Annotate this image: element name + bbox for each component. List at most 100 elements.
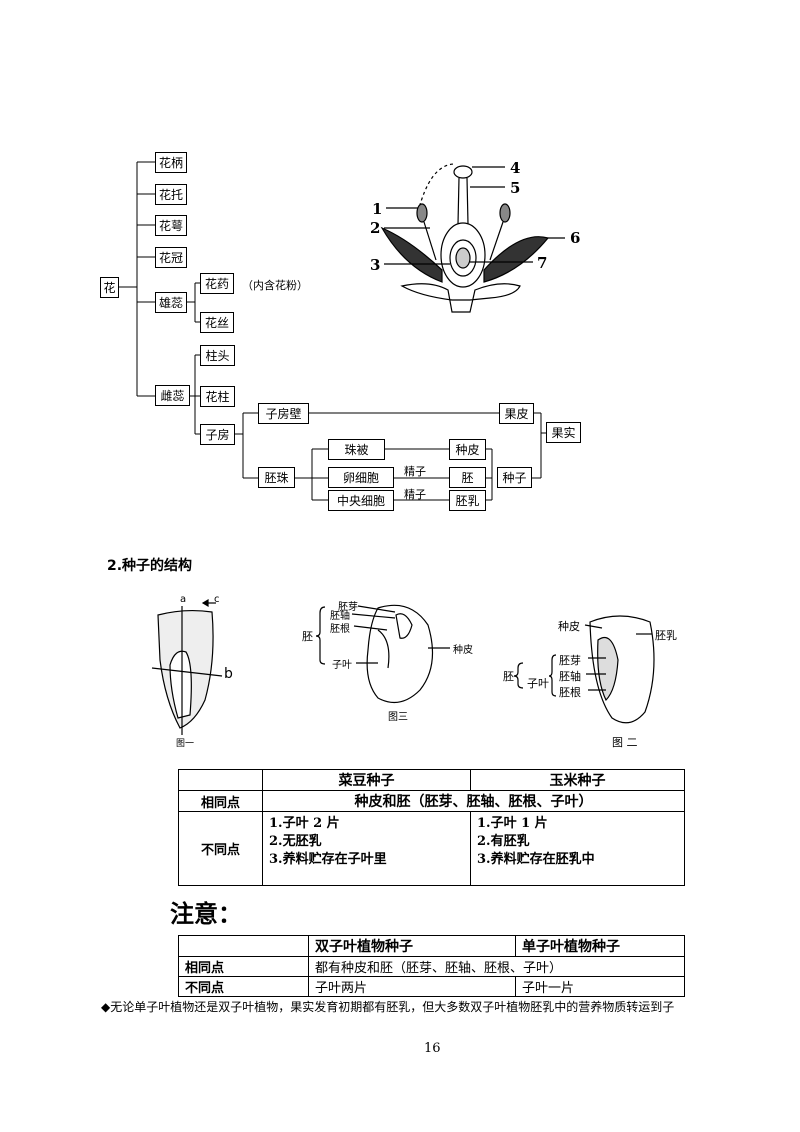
table2-diff-monocot: 子叶一片: [515, 976, 685, 997]
map-stigma: 柱头: [200, 345, 235, 366]
note-title: 注意：: [170, 900, 242, 928]
map-receptacle: 花托: [155, 184, 187, 205]
map-pericarp-label: 果皮: [504, 407, 529, 421]
map-egg-cell: 卵细胞: [328, 467, 394, 488]
map-fruit-label: 果实: [551, 426, 576, 440]
table2-diff-dicot: 子叶两片: [308, 976, 516, 997]
corn2-radicle: 胚根: [559, 686, 581, 699]
map-style: 花柱: [200, 386, 235, 407]
corn2-seed-coat: 种皮: [558, 620, 580, 633]
map-petal-label: 花冠: [158, 251, 183, 265]
map-pistil: 雌蕊: [155, 385, 190, 406]
table1-header-bean: 菜豆种子: [262, 769, 471, 791]
map-ovary-label: 子房: [205, 428, 230, 442]
bean-radicle: 胚根: [330, 624, 350, 635]
map-pistil-label: 雌蕊: [160, 389, 185, 403]
table1-header-corn: 玉米种子: [470, 769, 685, 791]
bean-brace-label: 胚: [302, 630, 313, 643]
map-flower-label: 花: [103, 281, 116, 295]
flower-label-1: 1: [372, 200, 383, 218]
bean-seed-coat: 种皮: [453, 645, 473, 656]
map-sepal-label: 花萼: [158, 219, 183, 233]
map-seed: 种子: [497, 467, 532, 488]
bean-plumule: 胚芽: [338, 602, 358, 613]
map-egg-cell-label: 卵细胞: [342, 471, 379, 485]
flower-label-2: 2: [370, 219, 381, 237]
table1-corn-line: 3.养料贮存在胚乳中: [477, 852, 595, 867]
table2-diff-label: 不同点: [178, 976, 309, 997]
seed-compare-table: 菜豆种子 玉米种子 相同点 种皮和胚（胚芽、胚轴、胚根、子叶） 不同点 1.子叶…: [178, 769, 685, 886]
map-ovule-label: 胚珠: [264, 471, 289, 485]
corn2-endosperm: 胚乳: [655, 629, 677, 642]
map-integument: 珠被: [328, 439, 385, 460]
flower-label-6: 6: [570, 229, 581, 247]
map-endosperm: 胚乳: [449, 490, 486, 511]
flower-label-7: 7: [537, 254, 548, 272]
flower-label-4: 4: [510, 159, 521, 177]
map-ovary-wall: 子房壁: [258, 403, 309, 424]
corn2-cotyledon: 子叶: [527, 677, 549, 690]
map-anther-label: 花药: [204, 277, 229, 291]
map-anther: 花药: [200, 273, 234, 294]
map-stamen: 雄蕊: [155, 292, 187, 313]
table1-same-label: 相同点: [178, 790, 263, 812]
map-style-label: 花柱: [205, 390, 230, 404]
table1-same-value: 种皮和胚（胚芽、胚轴、胚根、子叶）: [262, 790, 685, 812]
bean-caption: 图三: [388, 712, 408, 723]
map-integument-label: 珠被: [344, 443, 369, 457]
bean-cotyledon: 子叶: [332, 660, 352, 671]
table1-diff-label: 不同点: [178, 811, 263, 886]
table2-same-value: 都有种皮和胚（胚芽、胚轴、胚根、子叶）: [308, 956, 685, 977]
table1-bean-diff: 1.子叶 2 片 2.无胚乳 3.养料贮存在子叶里: [262, 811, 471, 886]
corn2-plumule: 胚芽: [559, 654, 581, 667]
table1-corner: [178, 769, 263, 791]
map-petal: 花冠: [155, 247, 187, 268]
corn2-embryo: 胚: [503, 670, 514, 683]
table1-corn-line: 1.子叶 1 片: [477, 816, 548, 831]
map-embryo-label: 胚: [461, 471, 474, 485]
map-ovule: 胚珠: [258, 467, 295, 488]
map-seed-label: 种子: [502, 471, 527, 485]
map-fertilization-1: 精子: [404, 465, 426, 478]
map-fertilization-2: 精子: [404, 488, 426, 501]
map-flower: 花: [100, 277, 119, 298]
map-embryo: 胚: [449, 467, 486, 488]
corn1-label-c: c: [214, 594, 220, 605]
corn1-label-a: a: [180, 594, 187, 605]
map-pedicel-label: 花柄: [158, 156, 183, 170]
footnote: ◆无论单子叶植物还是双子叶植物，果实发育初期都有胚乳，但大多数双子叶植物胚乳中的…: [101, 1000, 675, 1014]
table2-header-monocot: 单子叶植物种子: [515, 935, 685, 957]
map-stamen-label: 雄蕊: [158, 296, 183, 310]
table1-diff-row: 不同点 1.子叶 2 片 2.无胚乳 3.养料贮存在子叶里 1.子叶 1 片 2…: [178, 811, 685, 886]
corn1-caption: 图一: [176, 739, 195, 749]
table2-diff-row: 不同点 子叶两片 子叶一片: [178, 976, 685, 997]
table2-header-dicot: 双子叶植物种子: [308, 935, 516, 957]
table2-same-label: 相同点: [178, 956, 309, 977]
map-seed-coat-label: 种皮: [455, 443, 480, 457]
page-number: 16: [424, 1041, 441, 1056]
map-ovary-wall-label: 子房壁: [265, 407, 302, 421]
monocot-dicot-table: 双子叶植物种子 单子叶植物种子 相同点 都有种皮和胚（胚芽、胚轴、胚根、子叶） …: [178, 935, 685, 997]
map-central-cell-label: 中央细胞: [336, 494, 385, 508]
table2-header-row: 双子叶植物种子 单子叶植物种子: [178, 935, 685, 957]
corn1-label-b: b: [224, 666, 233, 682]
map-sepal: 花萼: [155, 215, 187, 236]
table1-corn-diff: 1.子叶 1 片 2.有胚乳 3.养料贮存在胚乳中: [470, 811, 685, 886]
table1-corn-line: 2.有胚乳: [477, 834, 530, 849]
map-fruit: 果实: [546, 422, 581, 443]
table2-same-row: 相同点 都有种皮和胚（胚芽、胚轴、胚根、子叶）: [178, 956, 685, 977]
map-seed-coat: 种皮: [449, 439, 486, 460]
flower-label-5: 5: [510, 179, 521, 197]
map-stigma-label: 柱头: [205, 349, 230, 363]
table1-bean-line: 3.养料贮存在子叶里: [269, 852, 387, 867]
corn2-hypocotyl: 胚轴: [559, 670, 581, 683]
corn2-caption: 图 二: [612, 736, 638, 749]
map-pedicel: 花柄: [155, 152, 187, 173]
table1-bean-line: 1.子叶 2 片: [269, 816, 340, 831]
map-anther-note: （内含花粉）: [242, 279, 308, 292]
table2-corner: [178, 935, 309, 957]
section-title: 2.种子的结构: [107, 558, 193, 574]
bean-hypocotyl: 胚轴: [330, 611, 350, 622]
